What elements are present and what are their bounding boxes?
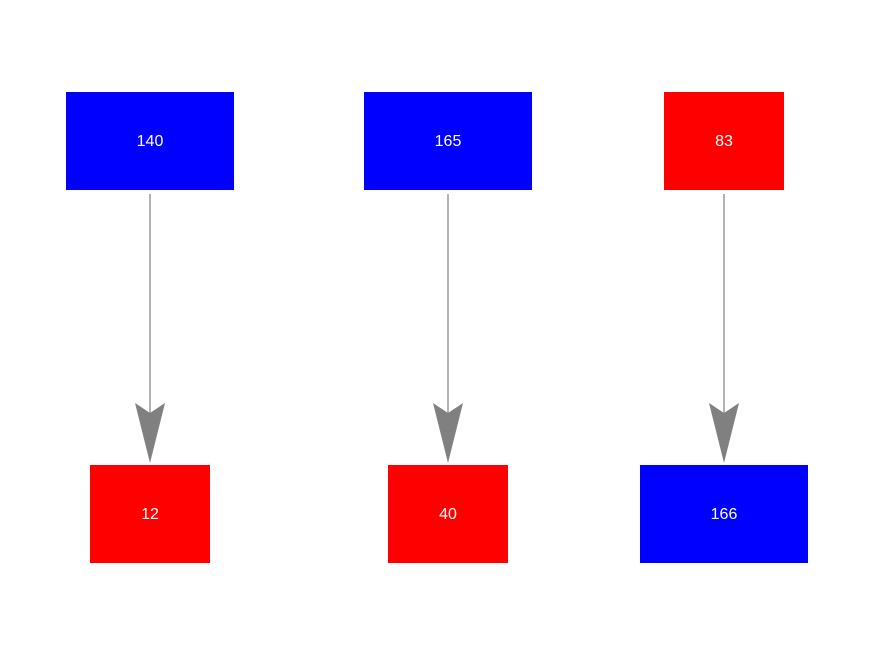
node-label: 40	[439, 506, 457, 523]
node-box	[364, 92, 532, 190]
node-40[interactable]: 40	[388, 465, 508, 563]
arrowhead-icon	[433, 403, 463, 463]
node-12[interactable]: 12	[90, 465, 210, 563]
node-label: 12	[141, 506, 159, 523]
node-label: 166	[711, 506, 738, 523]
node-83[interactable]: 83	[664, 92, 784, 190]
edge-140-to-12	[135, 194, 165, 463]
arrowhead-icon	[135, 403, 165, 463]
node-label: 83	[715, 133, 733, 150]
edge-83-to-166	[709, 194, 739, 463]
edge-165-to-40	[433, 194, 463, 463]
node-140[interactable]: 140	[66, 92, 234, 190]
node-label: 140	[137, 133, 164, 150]
node-166[interactable]: 166	[640, 465, 808, 563]
node-box	[388, 465, 508, 563]
arrowhead-icon	[709, 403, 739, 463]
node-box	[640, 465, 808, 563]
node-box	[66, 92, 234, 190]
node-box	[90, 465, 210, 563]
node-165[interactable]: 165	[364, 92, 532, 190]
node-label: 165	[435, 133, 462, 150]
node-box	[664, 92, 784, 190]
